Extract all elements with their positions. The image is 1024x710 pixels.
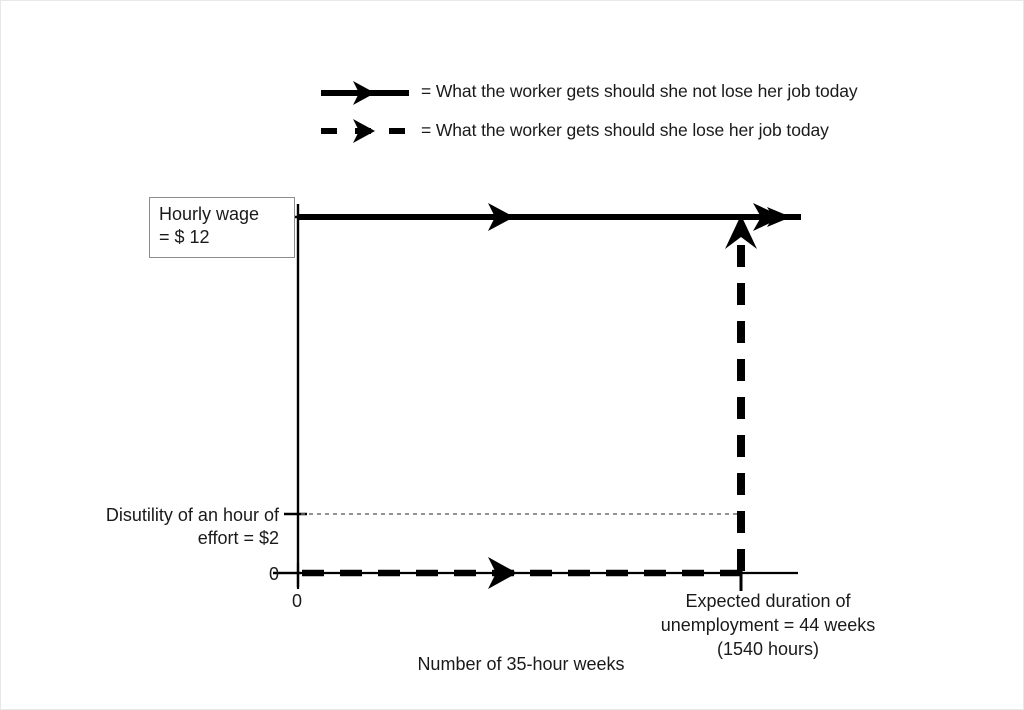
x-axis-caption: Number of 35-hour weeks <box>417 654 625 674</box>
series-not-lose-job <box>298 203 801 231</box>
y-axis-zero-label: 0 <box>268 564 279 584</box>
expected-duration-line-1: Expected duration of <box>685 591 851 611</box>
legend-key-dashed <box>321 119 409 143</box>
disutility-line-2: effort = $2 <box>197 528 279 549</box>
legend-key-solid <box>321 81 409 105</box>
disutility-line-1: Disutility of an hour of <box>105 505 279 525</box>
series-lose-job <box>302 203 791 589</box>
x-axis-zero-label: 0 <box>291 591 302 611</box>
expected-duration-line-3: (1540 hours) <box>716 638 820 659</box>
expected-duration-line-2: unemployment = 44 weeks <box>660 614 876 635</box>
expected-duration-label: Expected duration of unemployment = 44 w… <box>613 590 923 661</box>
legend-label-not-lose-job: = What the worker gets should she not lo… <box>421 81 858 101</box>
hourly-wage-line-2: = $ 12 <box>159 227 210 248</box>
legend-label-lose-job: = What the worker gets should she lose h… <box>421 120 829 140</box>
hourly-wage-callout: Hourly wage = $ 12 <box>149 197 295 258</box>
disutility-label: Disutility of an hour of effort = $2 <box>41 504 279 551</box>
hourly-wage-line-1: Hourly wage <box>159 204 260 224</box>
